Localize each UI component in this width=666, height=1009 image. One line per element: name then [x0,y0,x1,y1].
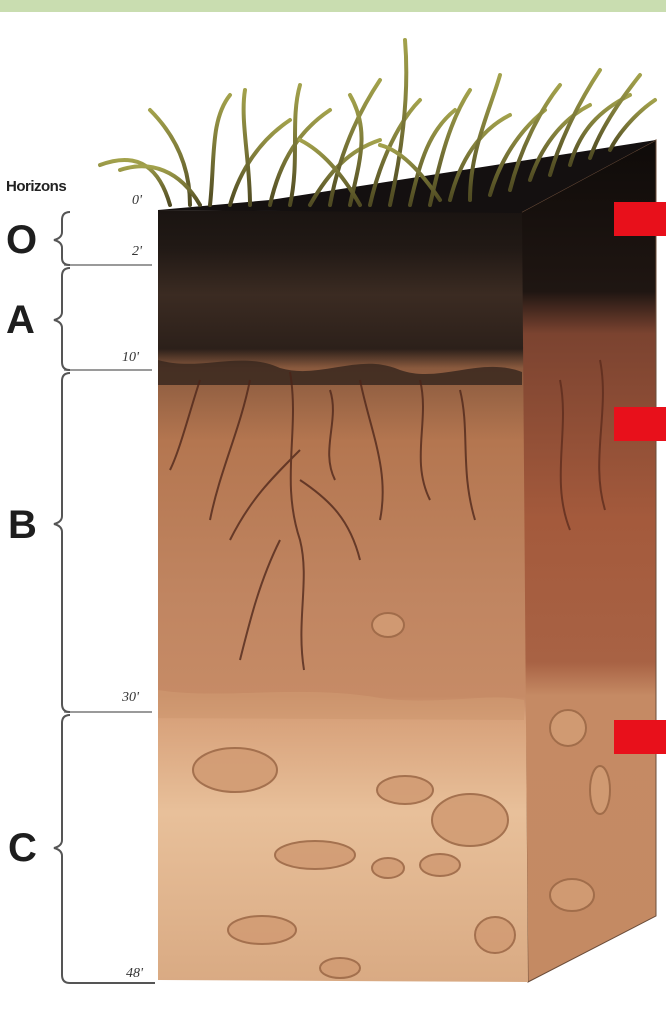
brace-b [54,373,70,712]
brace-a [54,268,70,370]
horizon-label-c: C [8,826,37,871]
depth-label-30: 30' [122,690,139,706]
horizon-label-b: B [8,503,37,548]
depth-label-0: 0' [132,193,142,209]
depth-label-48: 48' [126,966,143,982]
soil-block-side-face [520,140,656,982]
horizon-braces [54,212,155,983]
depth-lines [64,265,152,712]
horizons-title: Horizons [6,178,66,195]
horizon-label-o: O [6,218,37,263]
red-marker-c-horizon [614,720,666,754]
depth-label-2: 2' [132,244,142,260]
brace-c [54,715,155,983]
soil-block-front-face [158,210,528,982]
red-marker-o-horizon [614,202,666,236]
depth-label-10: 10' [122,350,139,366]
brace-o [54,212,70,265]
horizon-label-a: A [6,298,35,343]
red-marker-b-horizon [614,407,666,441]
